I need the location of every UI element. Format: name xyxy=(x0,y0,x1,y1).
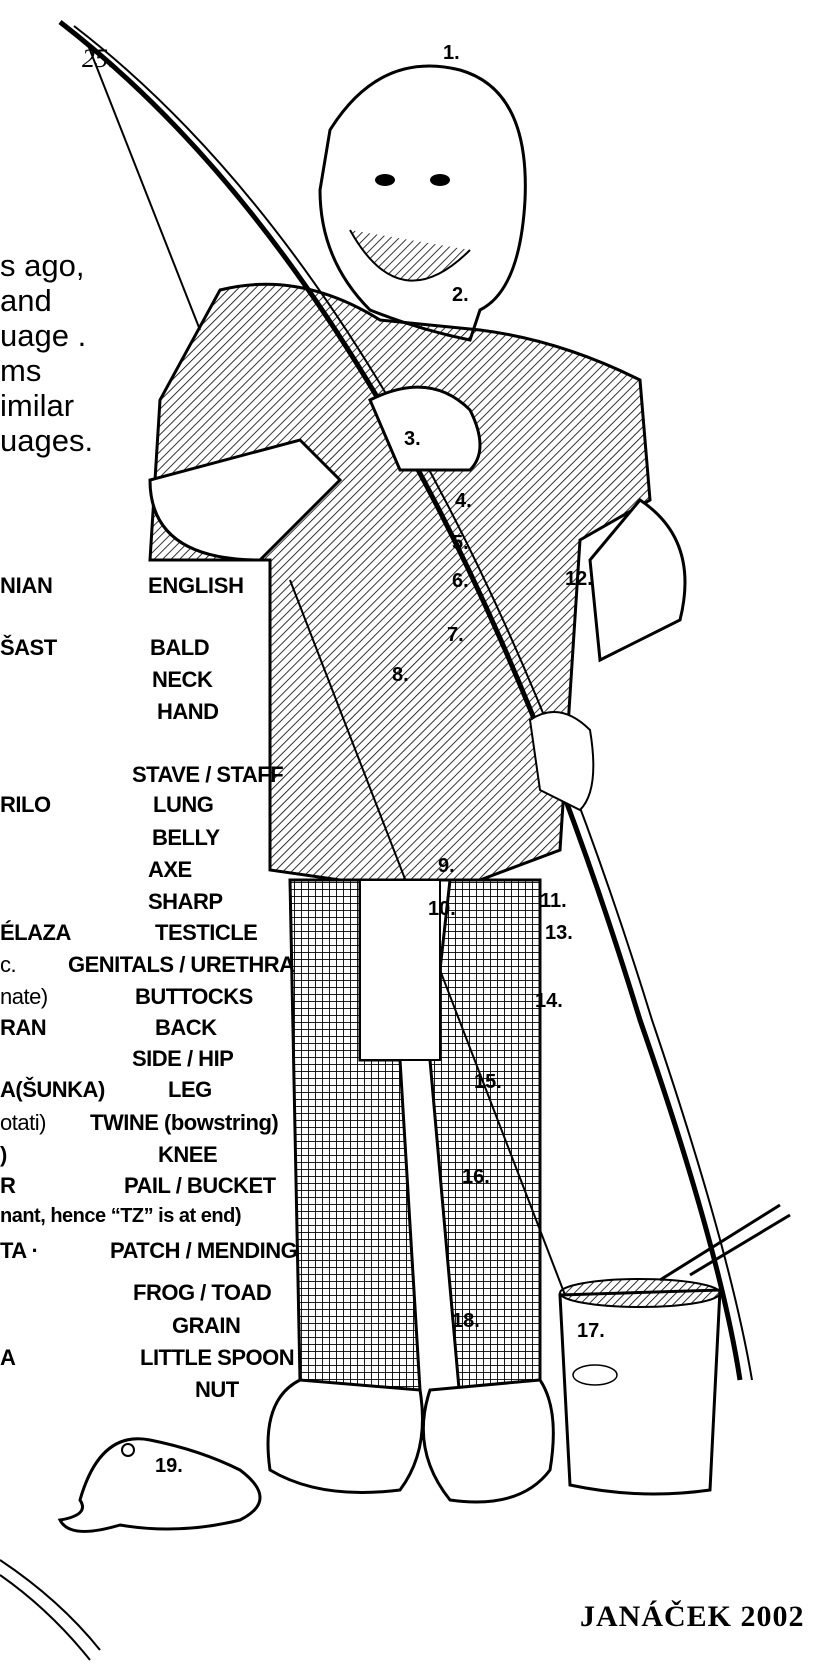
left-word: otati) xyxy=(0,1110,46,1136)
figure-number: 8. xyxy=(392,664,409,687)
english-word: LEG xyxy=(168,1077,212,1103)
figure-number: 16. xyxy=(462,1166,490,1189)
left-word: ÉLAZA xyxy=(0,920,71,946)
intro-line: uages. xyxy=(0,423,93,458)
figure-number: 2. xyxy=(452,284,469,307)
left-word: nant, hence “TZ” is at end) xyxy=(0,1205,241,1228)
figure-number: 10. xyxy=(428,898,456,921)
english-word: PATCH / MENDING xyxy=(110,1238,297,1264)
intro-text-fragment: s ago, and uage . ms imilar uages. xyxy=(0,248,93,458)
figure-number: 14. xyxy=(535,990,563,1013)
english-word: TWINE (bowstring) xyxy=(90,1110,278,1136)
english-word: KNEE xyxy=(158,1142,217,1168)
english-word: SIDE / HIP xyxy=(132,1046,233,1072)
figure-number: 1. xyxy=(443,42,460,65)
english-word: STAVE / STAFF xyxy=(132,762,283,788)
left-word: RILO xyxy=(0,792,51,818)
english-word: BACK xyxy=(155,1015,217,1041)
figure-number: 15. xyxy=(474,1071,502,1094)
header-english: ENGLISH xyxy=(148,573,244,599)
english-word: BELLY xyxy=(152,825,220,851)
intro-line: imilar xyxy=(0,388,93,423)
english-word: SHARP xyxy=(148,889,223,915)
left-word: A xyxy=(0,1345,15,1371)
english-word: PAIL / BUCKET xyxy=(124,1173,276,1199)
figure-number: 4. xyxy=(455,490,472,513)
english-word: TESTICLE xyxy=(155,920,257,946)
english-word: GENITALS / URETHRA xyxy=(68,952,294,978)
figure-number: 3. xyxy=(404,428,421,451)
english-word: NECK xyxy=(152,667,212,693)
left-word: A(ŠUNKA) xyxy=(0,1077,105,1103)
intro-line: and xyxy=(0,283,93,318)
figure-number: 18. xyxy=(452,1310,480,1333)
figure-number: 13. xyxy=(545,922,573,945)
figure-number: 9. xyxy=(438,855,455,878)
left-word: nate) xyxy=(0,984,48,1010)
left-word: TA · xyxy=(0,1238,38,1264)
english-word: HAND xyxy=(157,699,219,725)
left-word: c. xyxy=(0,952,16,978)
figure-number: 5. xyxy=(452,532,469,555)
left-word: ) xyxy=(0,1142,7,1168)
figure-number: 7. xyxy=(447,624,464,647)
left-word: RAN xyxy=(0,1015,46,1041)
figure-number: 11. xyxy=(540,890,567,913)
english-word: LUNG xyxy=(153,792,213,818)
intro-line: uage . xyxy=(0,318,93,353)
figure-number: 17. xyxy=(577,1320,605,1343)
english-word: GRAIN xyxy=(172,1313,240,1339)
left-word: ŠAST xyxy=(0,635,57,661)
intro-line: s ago, xyxy=(0,248,93,283)
english-word: BALD xyxy=(150,635,209,661)
figure-number: 12. xyxy=(565,568,593,591)
english-word: FROG / TOAD xyxy=(133,1280,271,1306)
intro-line: ms xyxy=(0,353,93,388)
english-word: BUTTOCKS xyxy=(135,984,253,1010)
header-left-language: NIAN xyxy=(0,573,53,599)
english-word: LITTLE SPOON xyxy=(140,1345,294,1371)
figure-number: 19. xyxy=(155,1455,183,1478)
english-word: NUT xyxy=(195,1377,239,1403)
page-number: 25. xyxy=(82,44,115,74)
artist-signature: JANÁČEK 2002 xyxy=(580,1600,805,1634)
figure-number: 6. xyxy=(452,570,469,593)
english-word: AXE xyxy=(148,857,192,883)
left-word: R xyxy=(0,1173,15,1199)
